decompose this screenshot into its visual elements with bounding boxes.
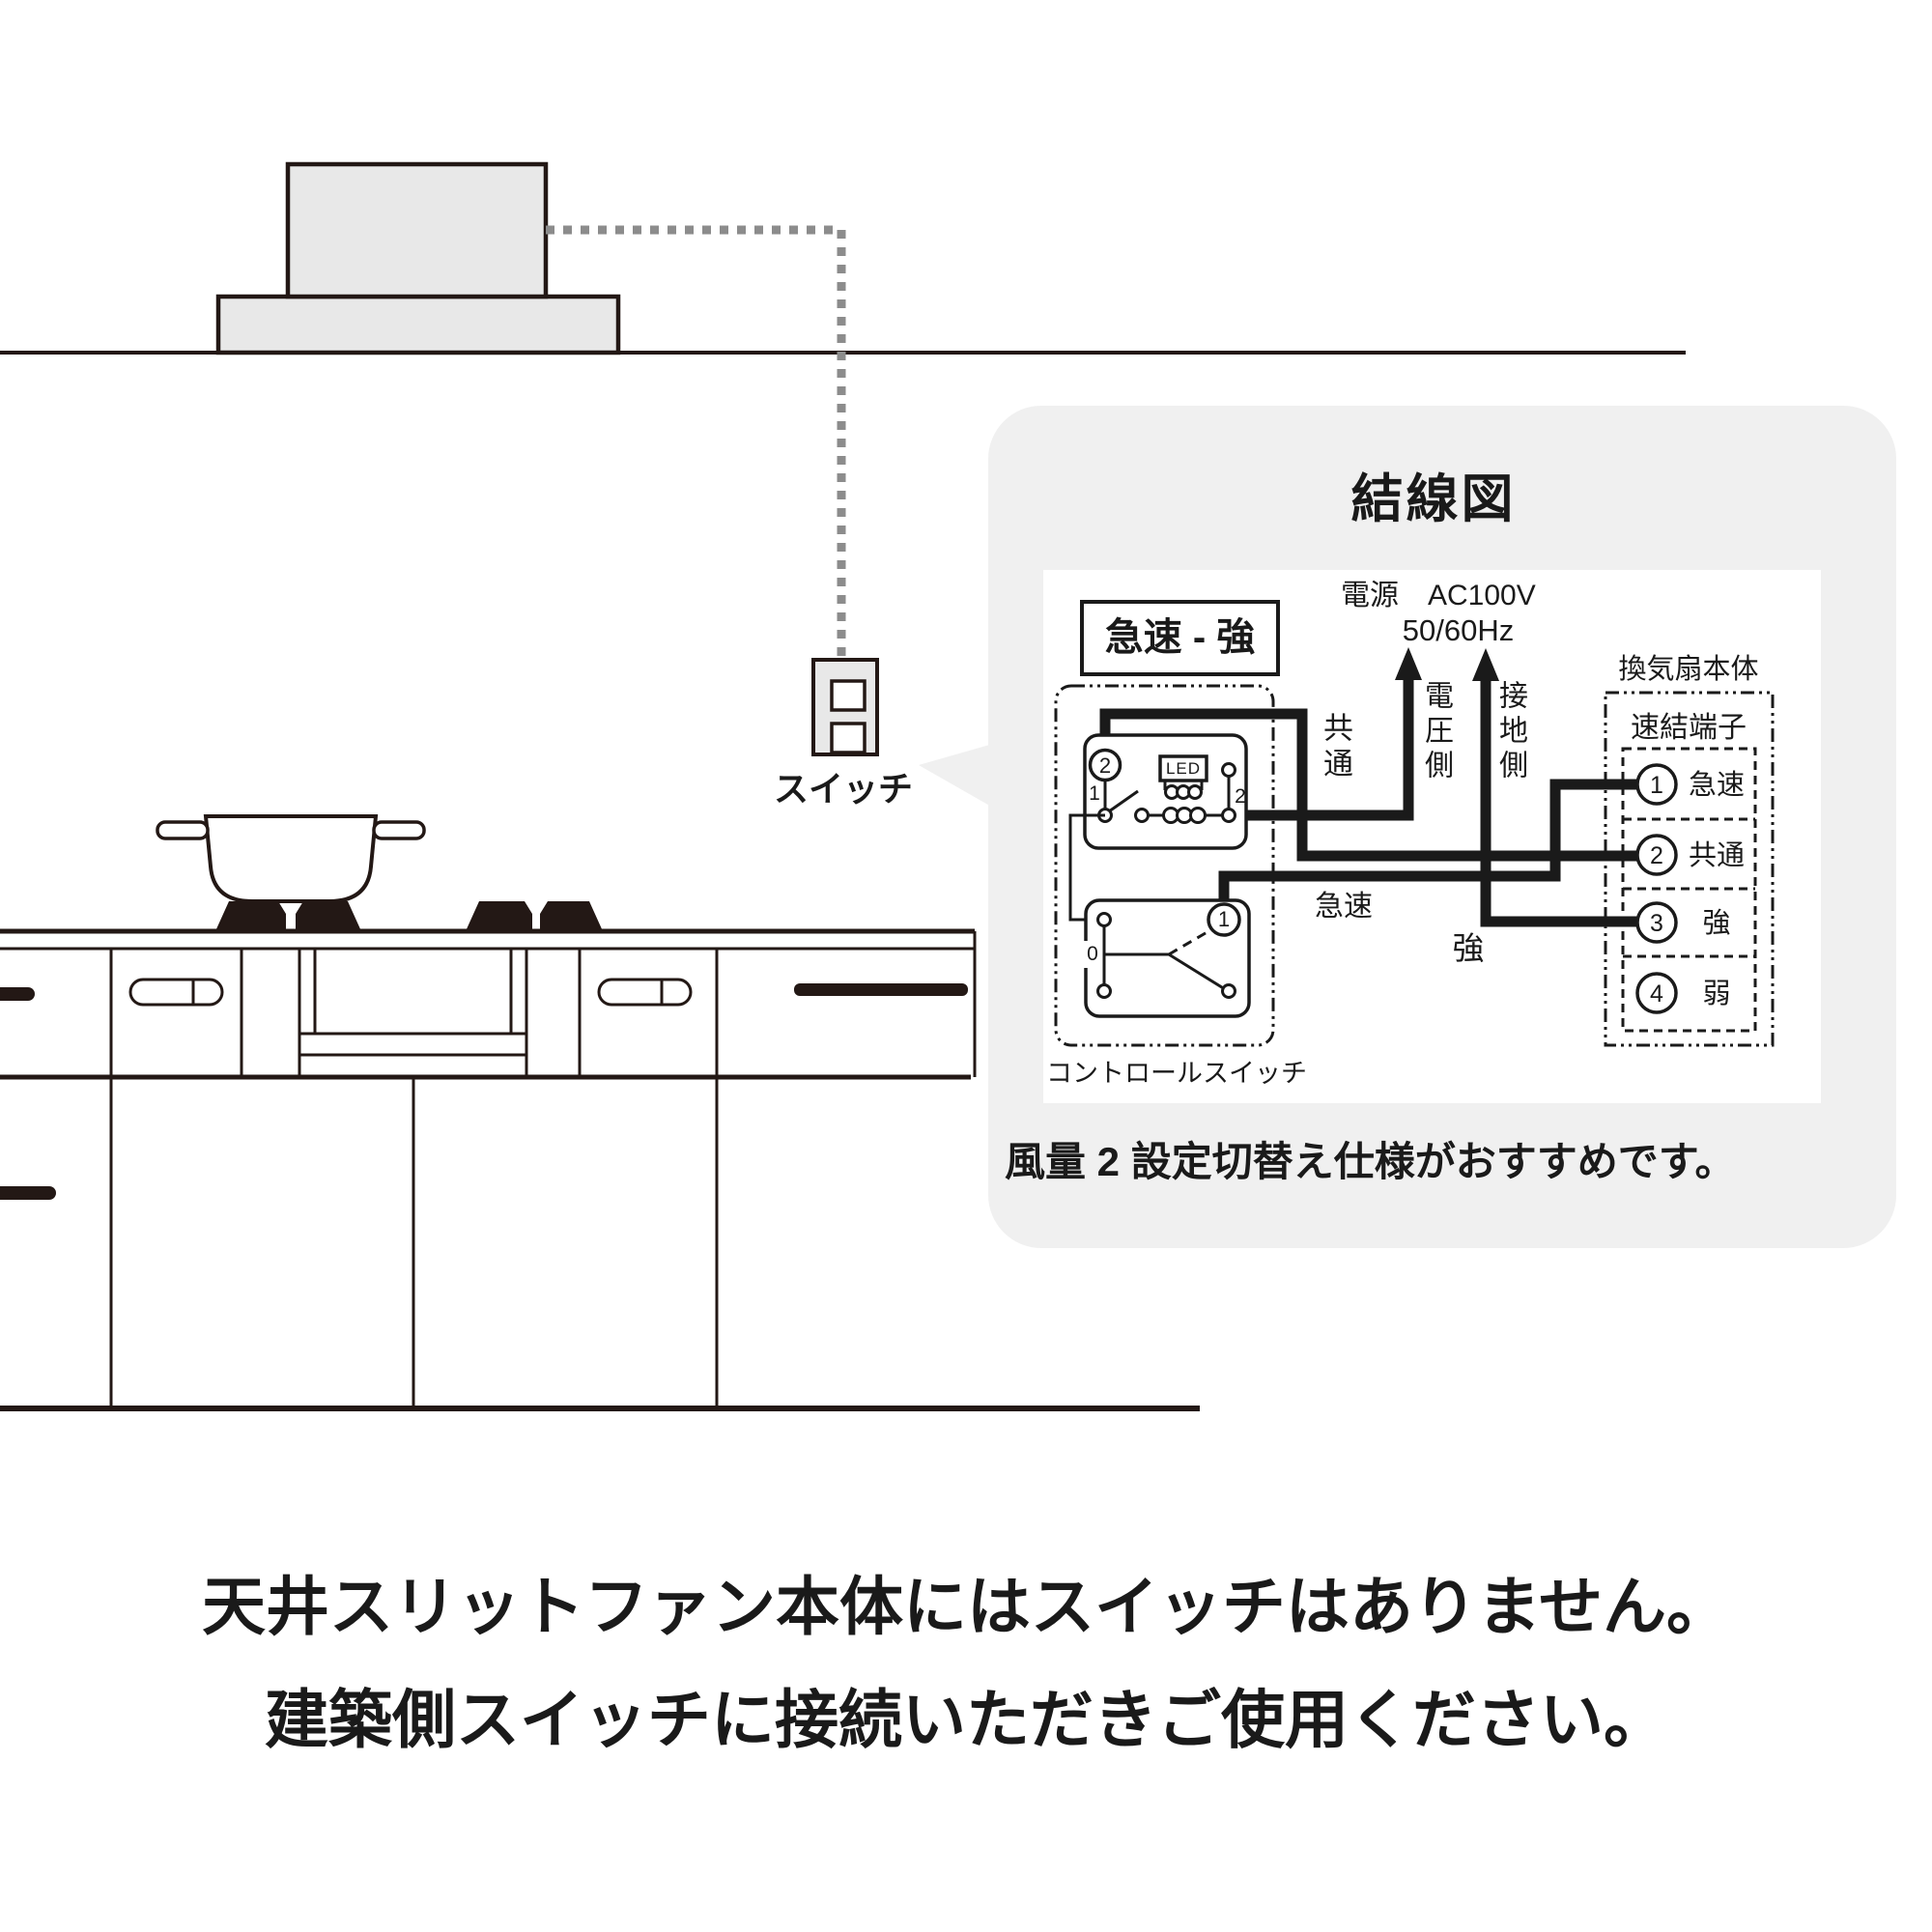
terminal-1-number: 1 [1650, 772, 1663, 799]
wall-switch-button-top [830, 679, 867, 712]
stove-grates [215, 901, 603, 931]
circled-terminal-2 [1088, 748, 1122, 782]
terminal-circle-3 [1635, 901, 1678, 944]
callout-bubble [919, 406, 1896, 1248]
cabinet-dividers [109, 949, 719, 1408]
upper-circled-2: 2 [1098, 753, 1112, 778]
circled-terminal-1 [1207, 902, 1241, 937]
fan-body-box [1604, 691, 1775, 1047]
lever-dashed [1168, 928, 1211, 956]
terminal-2-number: 2 [1650, 842, 1663, 869]
fan-base-box [215, 294, 621, 355]
switch-lever [1108, 789, 1139, 813]
lever-solid [1168, 952, 1226, 991]
wire-voltage [1227, 676, 1414, 821]
bar-handle-edge-bottom [0, 1186, 56, 1200]
power-spec-line1: 電源 AC100V [1341, 580, 1536, 611]
wires [1099, 676, 1641, 927]
wiring-diagram-title: 結線図 [1350, 470, 1517, 528]
wall-switch-button-bottom [830, 722, 867, 754]
rapid-wire-label: 急速 [1315, 891, 1373, 923]
contact-dot-2 [1221, 808, 1236, 823]
power-spec-line2: 50/60Hz [1402, 613, 1515, 647]
terminal-header-label: 速結端子 [1631, 712, 1747, 744]
caption-line-1: 天井スリットファン本体にはスイッチはありません。 [201, 1571, 1731, 1642]
terminal-circle-2 [1635, 834, 1678, 876]
terminal-3-label: 強 [1702, 908, 1731, 939]
fan-terminal-block [1604, 691, 1775, 1047]
lower-circled-1: 1 [1217, 907, 1231, 931]
caption-line-2: 建築側スイッチに接続いただきご使用ください。 [265, 1684, 1667, 1755]
fan-top-box [285, 161, 549, 299]
bar-handle-edge-top [0, 987, 35, 1001]
pot-body [203, 814, 379, 903]
fan-body-label: 換気扇本体 [1618, 654, 1759, 685]
bar-handle-right [794, 983, 968, 996]
upper-pole-1: 1 [1089, 782, 1100, 805]
voltage-side-label: 電圧側 [1420, 680, 1452, 784]
mode-label-box [1080, 600, 1280, 676]
pot-handle-left [156, 820, 210, 840]
drawer-handle-left [128, 978, 224, 1007]
strong-wire-label: 強 [1452, 930, 1485, 966]
wire-common [1099, 708, 1641, 862]
led-box [1158, 754, 1208, 782]
control-switch-label: コントロールスイッチ [1046, 1059, 1307, 1088]
wire-rapid [1218, 779, 1641, 910]
led-label: LED [1165, 759, 1202, 778]
kitchen-scene [0, 161, 1686, 1411]
pot-handle-right [372, 820, 426, 840]
common-wire-label: 共通 [1319, 712, 1352, 783]
mode-label: 急速 - 強 [1104, 616, 1256, 659]
terminal-circle-1 [1635, 763, 1678, 806]
lamp-dot [1221, 762, 1236, 778]
wire-strong [1480, 677, 1641, 927]
control-switch-container [1054, 684, 1275, 1047]
terminal-4-label: 弱 [1702, 979, 1731, 1009]
cable-dotted-line [546, 225, 846, 656]
drawer-handle-right [597, 978, 693, 1007]
terminal-3-number: 3 [1650, 910, 1663, 937]
arrowhead-voltage [1395, 647, 1422, 680]
lower-pole-0: 0 [1083, 941, 1102, 968]
stove-front [299, 949, 526, 1057]
terminal-1-label: 急速 [1688, 770, 1745, 801]
terminal-2-label: 共通 [1688, 840, 1745, 871]
upper-switch-unit [1083, 733, 1248, 850]
callout-tail [919, 742, 1000, 811]
ground-side-label: 接地側 [1494, 680, 1526, 784]
terminal-circle-4 [1635, 972, 1678, 1014]
diagram-note: 風量 2 設定切替え仕様がおすすめです。 [1005, 1139, 1736, 1184]
arrowhead-ground [1472, 648, 1499, 681]
link-wire [1068, 813, 1105, 922]
contact-dot-mid [1134, 808, 1150, 823]
terminal-4-number: 4 [1650, 980, 1663, 1008]
upper-pole-2: 2 [1235, 785, 1246, 808]
wall-switch-label: スイッチ [773, 769, 913, 809]
